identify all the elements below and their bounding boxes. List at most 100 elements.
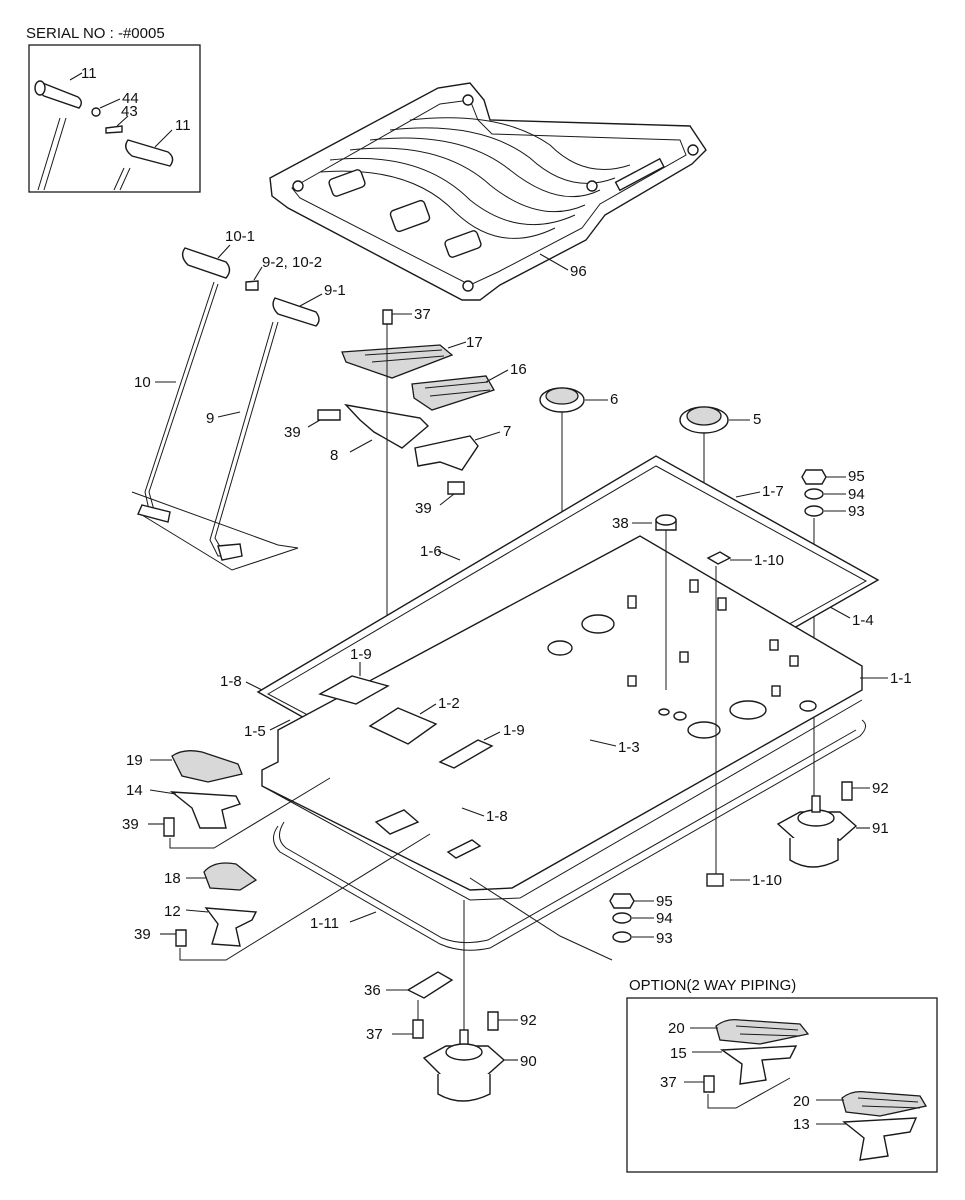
- lever-knob-9-1: [272, 297, 320, 327]
- label-90: 90: [520, 1053, 537, 1070]
- label-9: 9: [206, 410, 214, 427]
- nut-95b: [609, 893, 635, 909]
- cover-square-lower: [374, 809, 420, 835]
- fasteners-lower: 95 94 93: [469, 877, 673, 961]
- washer-44: [91, 107, 101, 117]
- bolt-39c: [163, 817, 175, 837]
- plate-1-1: [261, 535, 863, 891]
- bracket-12: [204, 907, 258, 947]
- pedal-18: [203, 862, 258, 891]
- label-10-1: 10-1: [225, 228, 255, 245]
- cover-1-10a: [706, 551, 732, 565]
- serial-inset-frame: [28, 44, 201, 193]
- label-18: 18: [164, 870, 181, 887]
- lever-rod-left: [37, 117, 61, 191]
- label-16: 16: [510, 361, 527, 378]
- lever-knob-10-1: [181, 247, 231, 279]
- cover-1-2: [368, 707, 438, 745]
- mount-91-body: [789, 838, 839, 868]
- label-17: 17: [466, 334, 483, 351]
- bolt-39b: [447, 481, 465, 495]
- label-43: 43: [121, 103, 138, 120]
- label-5: 5: [753, 411, 761, 428]
- plate-36: [406, 971, 454, 999]
- option-inset-frame: [626, 997, 938, 1173]
- label-15: 15: [670, 1045, 687, 1062]
- label-92b: 92: [520, 1012, 537, 1029]
- label-94a: 94: [848, 486, 865, 503]
- label-1-7: 1-7: [762, 483, 784, 500]
- label-1-11: 1-11: [310, 915, 339, 932]
- mat-pad-1: [328, 169, 366, 197]
- label-8: 8: [330, 447, 338, 464]
- label-1-6: 1-6: [420, 543, 442, 560]
- mount-90: 36 37 92 90: [364, 900, 537, 1102]
- levers-9-10: 10-1 9-2, 10-2 9-1 10 9: [131, 228, 346, 571]
- label-1-8a: 1-8: [220, 673, 242, 690]
- label-36: 36: [364, 982, 381, 999]
- washer-93b: [612, 931, 632, 943]
- label-44: 44: [122, 90, 139, 107]
- label-1-9b: 1-9: [503, 722, 525, 739]
- lever-foot-10: [137, 504, 171, 523]
- label-39b: 39: [415, 500, 432, 517]
- label-1-9a: 1-9: [350, 646, 372, 663]
- lever-knob-end: [34, 80, 46, 96]
- bolt-92a: [841, 781, 853, 801]
- left-pedals: 19 14 39 18 12 39: [122, 750, 431, 961]
- label-95b: 95: [656, 893, 673, 910]
- cover-1-10b: [706, 873, 724, 887]
- lever-foot-9: [217, 543, 243, 561]
- mat-pad-3: [444, 230, 482, 258]
- bolt-92b: [487, 1011, 499, 1031]
- label-91: 91: [872, 820, 889, 837]
- nut-95a: [801, 469, 827, 485]
- label-37a: 37: [414, 306, 431, 323]
- pedal-assembly: 37 17 16 39 7 8 39: [284, 306, 527, 830]
- cover-slot-lower: [446, 839, 482, 859]
- lever-rod-9: [209, 321, 274, 557]
- label-95a: 95: [848, 468, 865, 485]
- pedal-20b: [841, 1090, 928, 1117]
- label-12: 12: [164, 903, 181, 920]
- label-96: 96: [570, 263, 587, 280]
- label-39a: 39: [284, 424, 301, 441]
- label-9-2: 9-2, 10-2: [262, 254, 322, 271]
- label-20a: 20: [668, 1020, 685, 1037]
- bracket-13: [842, 1117, 918, 1161]
- mount-90-body: [437, 1074, 491, 1102]
- lever-rod-right-2: [119, 167, 131, 191]
- label-1-4: 1-4: [852, 612, 874, 629]
- bracket-14: [169, 791, 241, 829]
- pedal-16: [411, 375, 495, 411]
- bracket-7: [414, 435, 479, 471]
- label-93b: 93: [656, 930, 673, 947]
- cover-1-9a: [318, 675, 390, 705]
- label-39d: 39: [134, 926, 151, 943]
- floor-plates: 1-7 38 1-10 1-6 1-4 1-1 1-9 1-8 1-2 1-9 …: [220, 455, 912, 951]
- label-19: 19: [126, 752, 143, 769]
- option-inset: OPTION(2 WAY PIPING) 20 15 37 20 13: [626, 977, 938, 1173]
- washer-94b: [612, 912, 632, 924]
- label-1-10b: 1-10: [752, 872, 782, 889]
- bracket-15: [719, 1045, 798, 1085]
- mount-91: 92 91: [776, 780, 889, 868]
- label-38: 38: [612, 515, 629, 532]
- floor-mat-96: 96: [269, 82, 707, 301]
- bolt-37b: [412, 1019, 424, 1039]
- label-1-2: 1-2: [438, 695, 460, 712]
- bolt-37a: [382, 309, 393, 325]
- pedal-20a: [715, 1018, 810, 1045]
- label-1-8b: 1-8: [486, 808, 508, 825]
- lever-bracket-outline: [131, 491, 299, 571]
- mat-pad-2: [389, 199, 431, 233]
- bolt-43: [105, 125, 123, 134]
- label-39c: 39: [122, 816, 139, 833]
- washer-94a: [804, 488, 824, 500]
- label-37b: 37: [366, 1026, 383, 1043]
- pedal-19: [171, 750, 243, 783]
- label-13: 13: [793, 1116, 810, 1133]
- bolt-9-2: [245, 280, 259, 291]
- label-7: 7: [503, 423, 511, 440]
